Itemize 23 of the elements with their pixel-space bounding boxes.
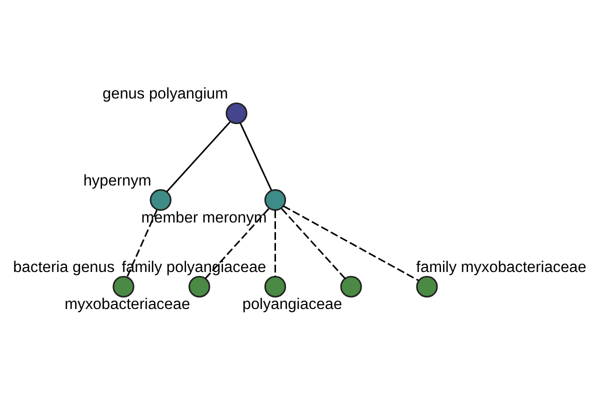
node-label: myxobacteriaceae (64, 296, 190, 314)
node-label: genus polyangium (102, 86, 228, 103)
node-circle (340, 276, 362, 298)
node-circle (188, 276, 210, 298)
connector (281, 208, 346, 280)
connector (283, 205, 420, 282)
connector (166, 121, 231, 192)
node-label: member meronym (141, 209, 267, 226)
node-circle (264, 189, 286, 211)
connector (126, 210, 158, 278)
node-label: polyangiaceae (242, 296, 342, 314)
node-label: family polyangiaceae (122, 259, 266, 276)
node-label: family myxobacteriaceae (416, 259, 586, 276)
node-circle (112, 276, 134, 298)
connector (204, 208, 270, 280)
node-label: bacteria genus (13, 259, 115, 276)
node-circle (226, 102, 248, 124)
connector (274, 210, 276, 277)
connector (240, 122, 272, 190)
node-circle (150, 189, 172, 211)
node-label: hypernym (83, 172, 152, 190)
node-circle (264, 276, 286, 298)
node-circle (416, 276, 438, 298)
